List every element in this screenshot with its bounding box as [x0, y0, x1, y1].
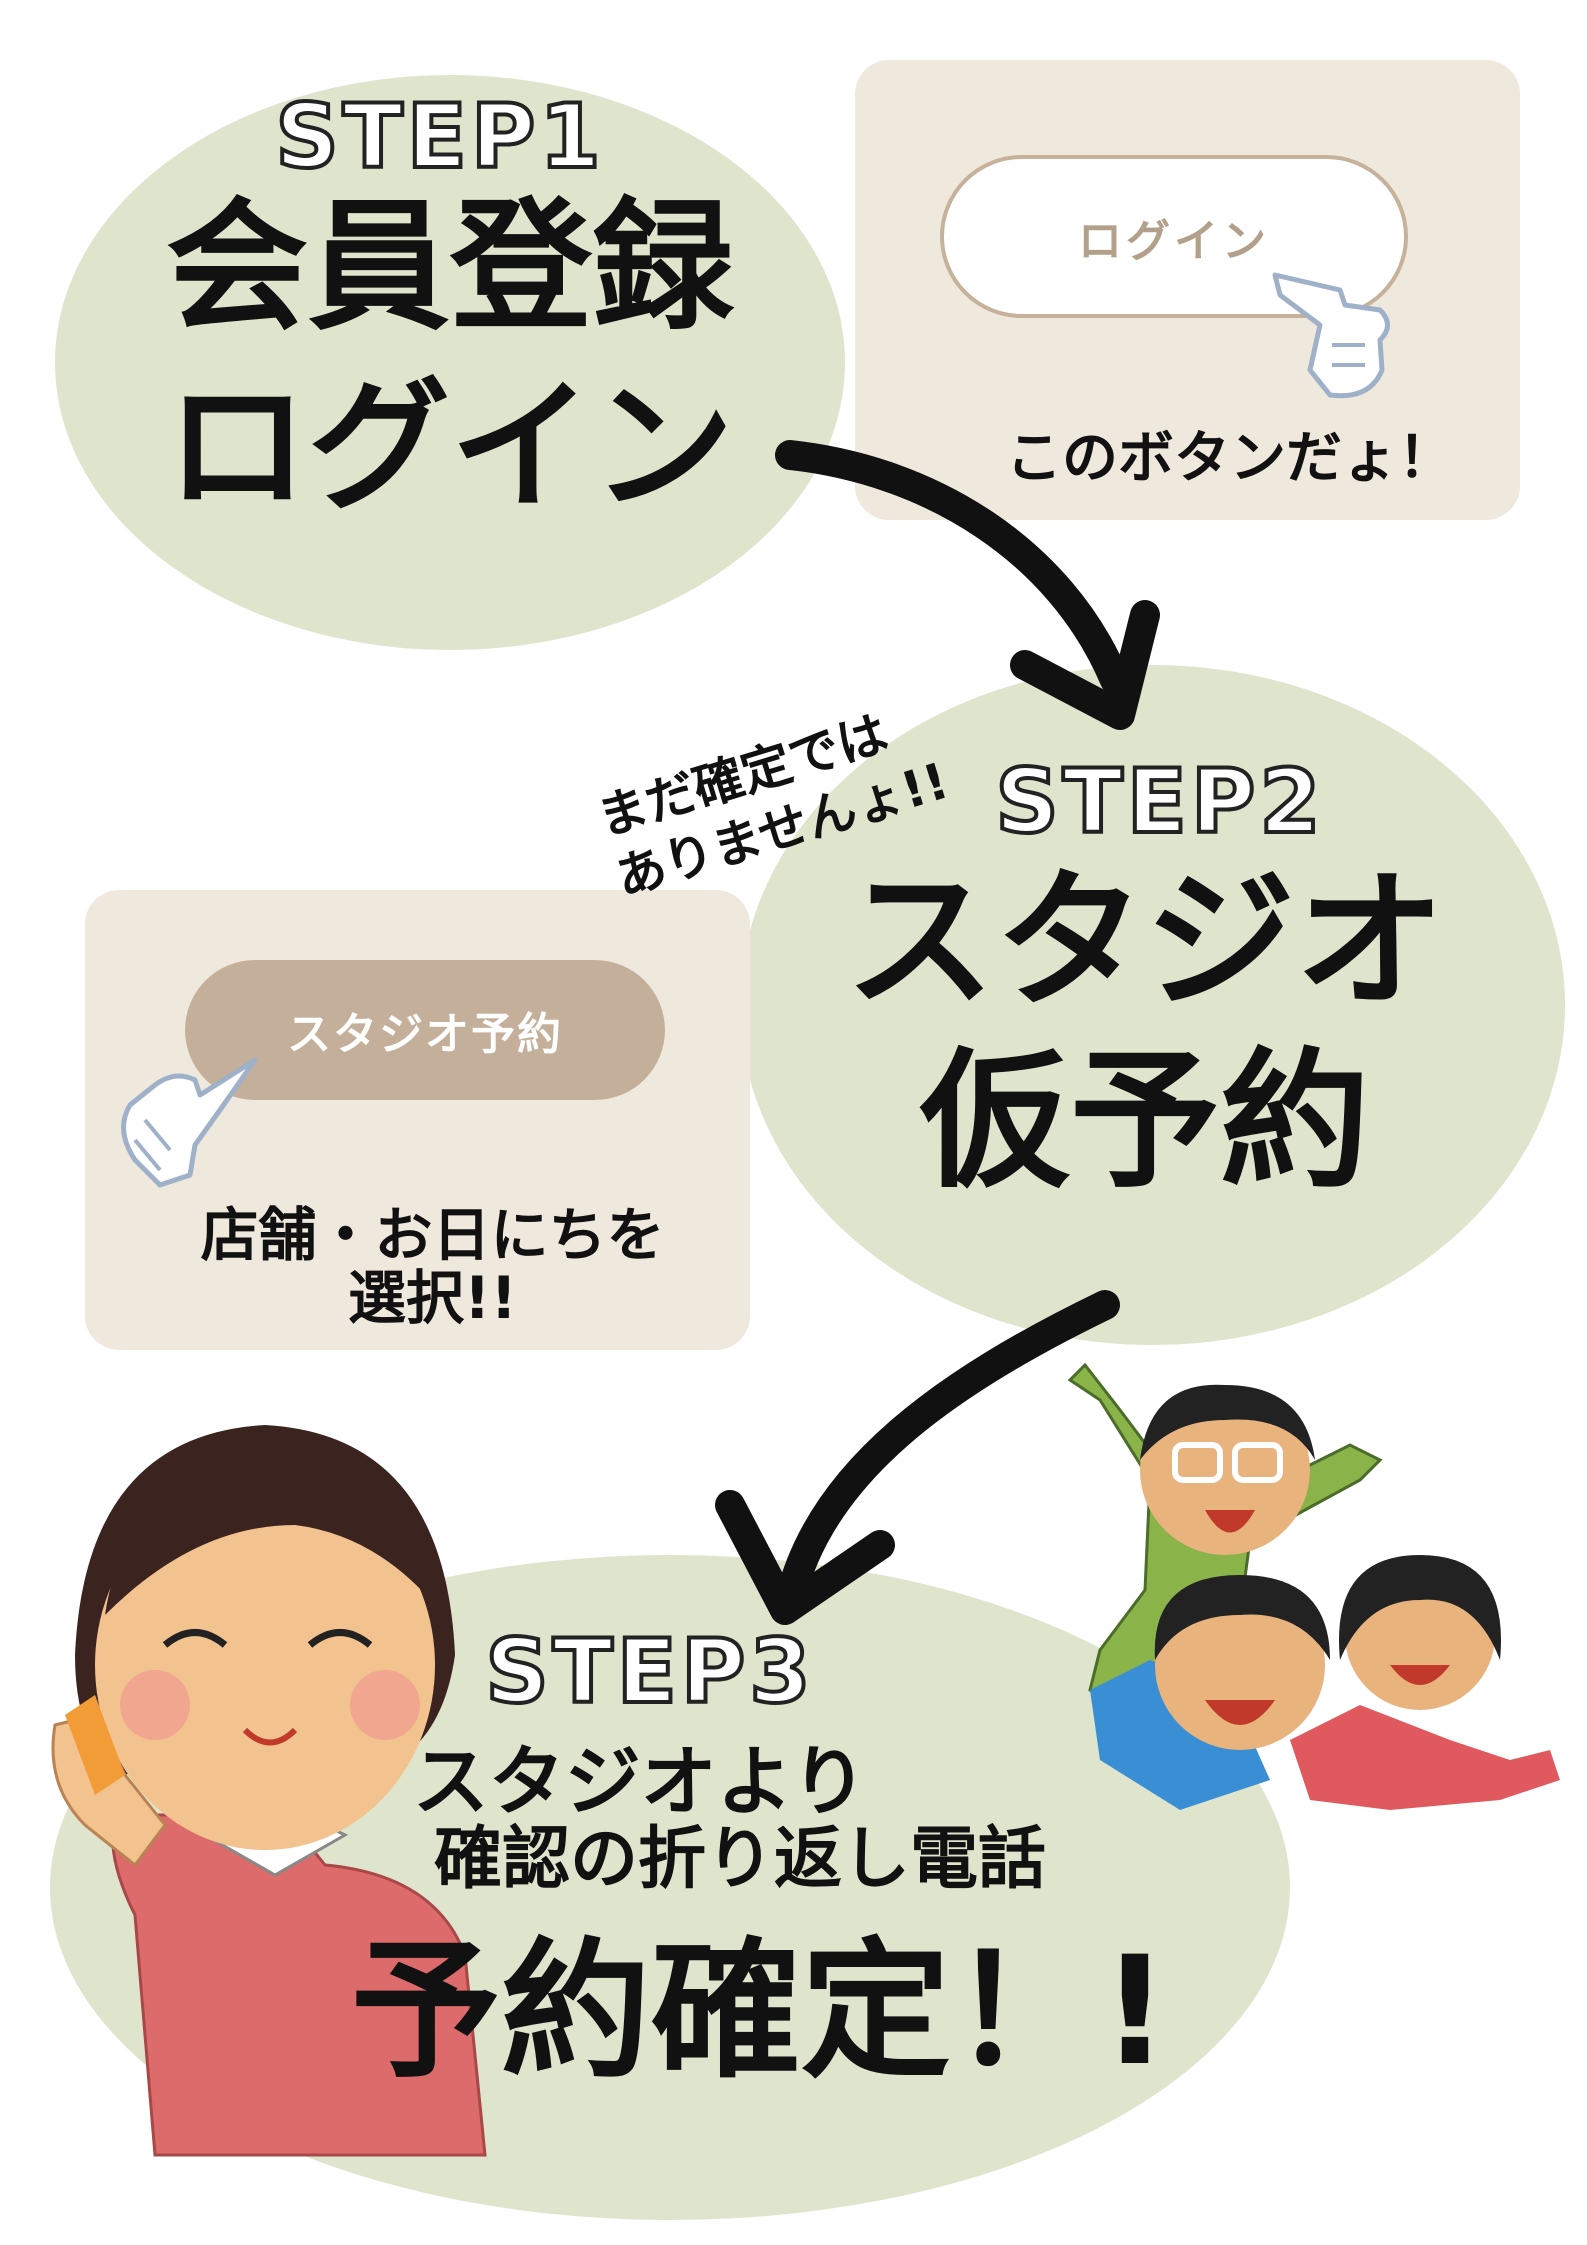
step1-title-line2: ログイン: [166, 365, 734, 530]
step1-ellipse: [55, 75, 845, 650]
family-illustration: [1067, 1362, 1560, 1810]
login-panel-caption: このボタンだょ！: [1006, 426, 1454, 491]
step2-label: STEP2: [993, 748, 1325, 855]
step1-label: STEP1: [273, 83, 605, 190]
step2-title-line2: 仮予約: [919, 1035, 1370, 1209]
pointing-hand-icon: [1270, 250, 1400, 410]
studio-reserve-button[interactable]: スタジオ予約: [185, 960, 665, 1100]
step3-line2: 確認の折り返し電話: [433, 1820, 1046, 1899]
step3-line1: スタジオより: [412, 1737, 868, 1826]
pointing-hand-icon: [110, 1050, 260, 1200]
woman-on-phone-illustration: [51, 1425, 487, 2157]
step2-ellipse: [740, 665, 1565, 1345]
reserve-caption-line2: 選択!!: [348, 1264, 517, 1332]
step1-title-line1: 会員登録: [166, 185, 734, 350]
step2-title-line1: スタジオ: [844, 855, 1445, 1029]
step3-headline: 予約確定！!: [350, 1925, 1170, 2099]
reserve-caption-line1: 店舗・お日にちを: [200, 1201, 665, 1269]
step3-label: STEP3: [483, 1618, 815, 1725]
